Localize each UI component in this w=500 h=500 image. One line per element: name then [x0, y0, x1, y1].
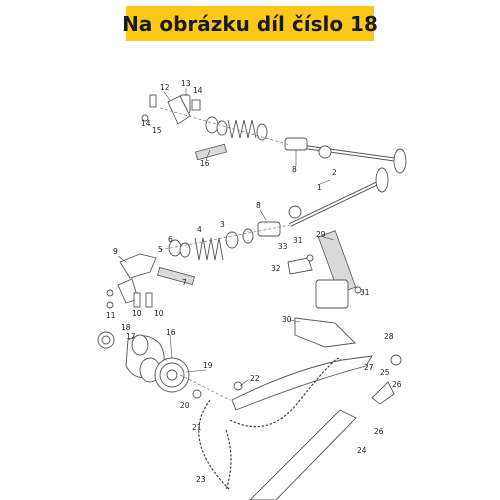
callout-8b: 8 [256, 201, 261, 210]
callout-6: 6 [168, 235, 173, 244]
callout-27: 27 [364, 363, 374, 372]
callout-14b: 15 [152, 126, 162, 135]
callout-32: 32 [271, 264, 281, 273]
callout-4: 4 [197, 225, 202, 234]
callout-11: 11 [106, 311, 116, 320]
callout-5: 5 [158, 245, 163, 254]
callout-25: 25 [380, 368, 390, 377]
callout-2: 2 [332, 168, 337, 177]
callout-10a: 10 [132, 309, 142, 318]
callout-7: 7 [182, 278, 187, 287]
callout-23: 23 [196, 475, 206, 484]
callout-14a: 14 [141, 119, 151, 128]
callout-18: 18 [121, 323, 131, 332]
callout-labels: 13 14 12 14 15 16 8 2 1 8 3 4 6 5 7 9 10… [106, 79, 402, 484]
callout-17: 17 [126, 332, 136, 341]
callout-33: 33 [278, 242, 288, 251]
callout-16: 16 [166, 328, 176, 337]
callout-31b: 31 [360, 288, 370, 297]
timing-chain [198, 357, 341, 491]
intake-valve-1 [289, 167, 389, 227]
rocker-arm-assembly [106, 94, 157, 309]
callout-26b: 26 [374, 427, 384, 436]
callout-26a: 26 [392, 380, 402, 389]
callout-12: 12 [160, 83, 170, 92]
chain-guide [231, 354, 402, 500]
callout-20: 20 [180, 401, 190, 410]
callout-29: 29 [316, 230, 326, 239]
camshaft-and-sprocket [97, 331, 202, 399]
chain-tensioner [287, 230, 362, 348]
callout-9: 9 [113, 247, 118, 256]
callout-13a: 13 [181, 79, 191, 88]
callout-15: 16 [200, 159, 210, 168]
callout-3: 3 [220, 220, 225, 229]
callout-19: 19 [203, 361, 213, 370]
callout-22: 22 [250, 374, 260, 383]
exhaust-valve-2 [289, 143, 407, 174]
callout-8a: 8 [292, 165, 297, 174]
upper-valve-spring-set [167, 94, 332, 161]
part-number-banner: Na obrázku díl číslo 18 [122, 6, 378, 41]
callout-10b: 10 [154, 309, 164, 318]
callout-30: 30 [282, 315, 292, 324]
leader-lines [117, 88, 335, 387]
alignment-lines [159, 107, 291, 401]
callout-24: 24 [357, 446, 367, 455]
callout-21: 21 [192, 423, 202, 432]
callout-1: 1 [317, 183, 322, 192]
callout-31a: 31 [293, 236, 303, 245]
callout-28: 28 [384, 332, 394, 341]
callout-13b: 14 [193, 86, 203, 95]
